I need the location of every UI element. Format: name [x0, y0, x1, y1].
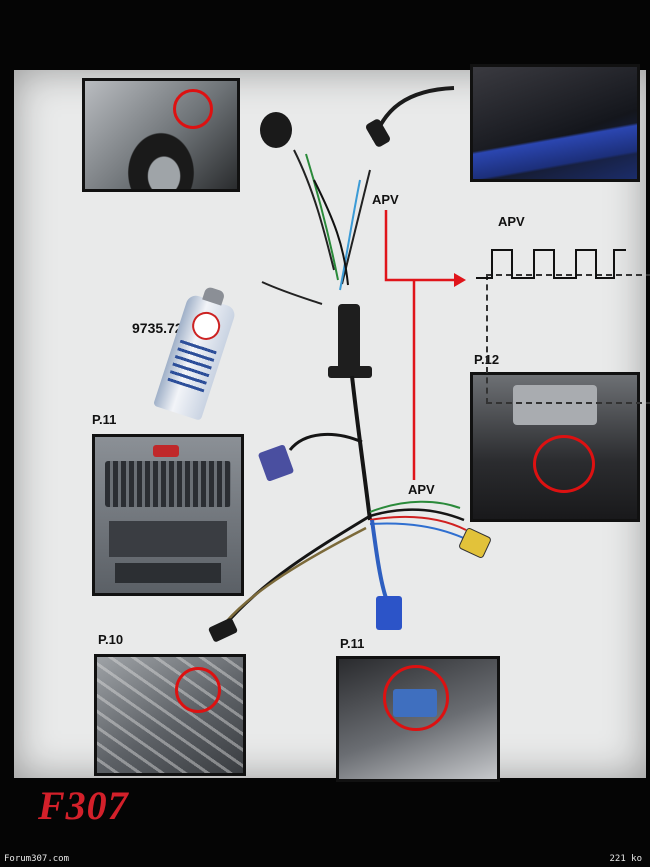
- apv-signal-box: [486, 274, 650, 404]
- photo-center-console: [470, 372, 640, 522]
- square-wave: [476, 249, 626, 279]
- diagram-sheet: 9735.72 APV APV APV P.11 P.12 P.10 P.11: [14, 64, 650, 782]
- site-watermark: Forum307.com: [4, 854, 70, 864]
- part-number-label: 9735.72: [132, 320, 183, 336]
- highlight-ring: [175, 667, 221, 713]
- photo-label-p11-top: P.11: [92, 412, 117, 427]
- apv-label-bottom: APV: [408, 482, 435, 497]
- harness-trunk: [350, 375, 372, 521]
- wiring-diagram: [208, 86, 626, 642]
- blue-connector-left: [258, 444, 294, 482]
- highlight-ring: [383, 665, 449, 731]
- photo-label-p12: P.12: [474, 352, 500, 367]
- round-connector: [260, 112, 292, 148]
- apv-signal-line: [384, 210, 454, 282]
- photo-wheel-arch: [82, 78, 240, 192]
- apv-label-top: APV: [372, 192, 399, 207]
- signal-arrow: [454, 273, 466, 287]
- photo-label-p10: P.10: [98, 632, 124, 647]
- yellow-connector: [459, 528, 491, 558]
- photo-label-p11-bottom: P.11: [340, 636, 365, 651]
- black-plug-lower: [208, 618, 238, 642]
- photo-connector-location: [336, 656, 500, 782]
- main-connector: [338, 304, 360, 372]
- photo-engine-bay: [470, 64, 640, 182]
- upper-plug: [366, 119, 390, 147]
- brand-watermark: F307: [38, 783, 129, 828]
- photo-wiring-bundle: [94, 654, 246, 776]
- highlight-ring: [173, 89, 213, 129]
- apv-label-box: APV: [498, 214, 525, 229]
- photo-dashboard-vents: [92, 434, 244, 596]
- highlight-ring: [533, 435, 595, 493]
- blue-connector-bottom: [376, 596, 402, 630]
- filesize-label: 221 ko: [609, 854, 642, 864]
